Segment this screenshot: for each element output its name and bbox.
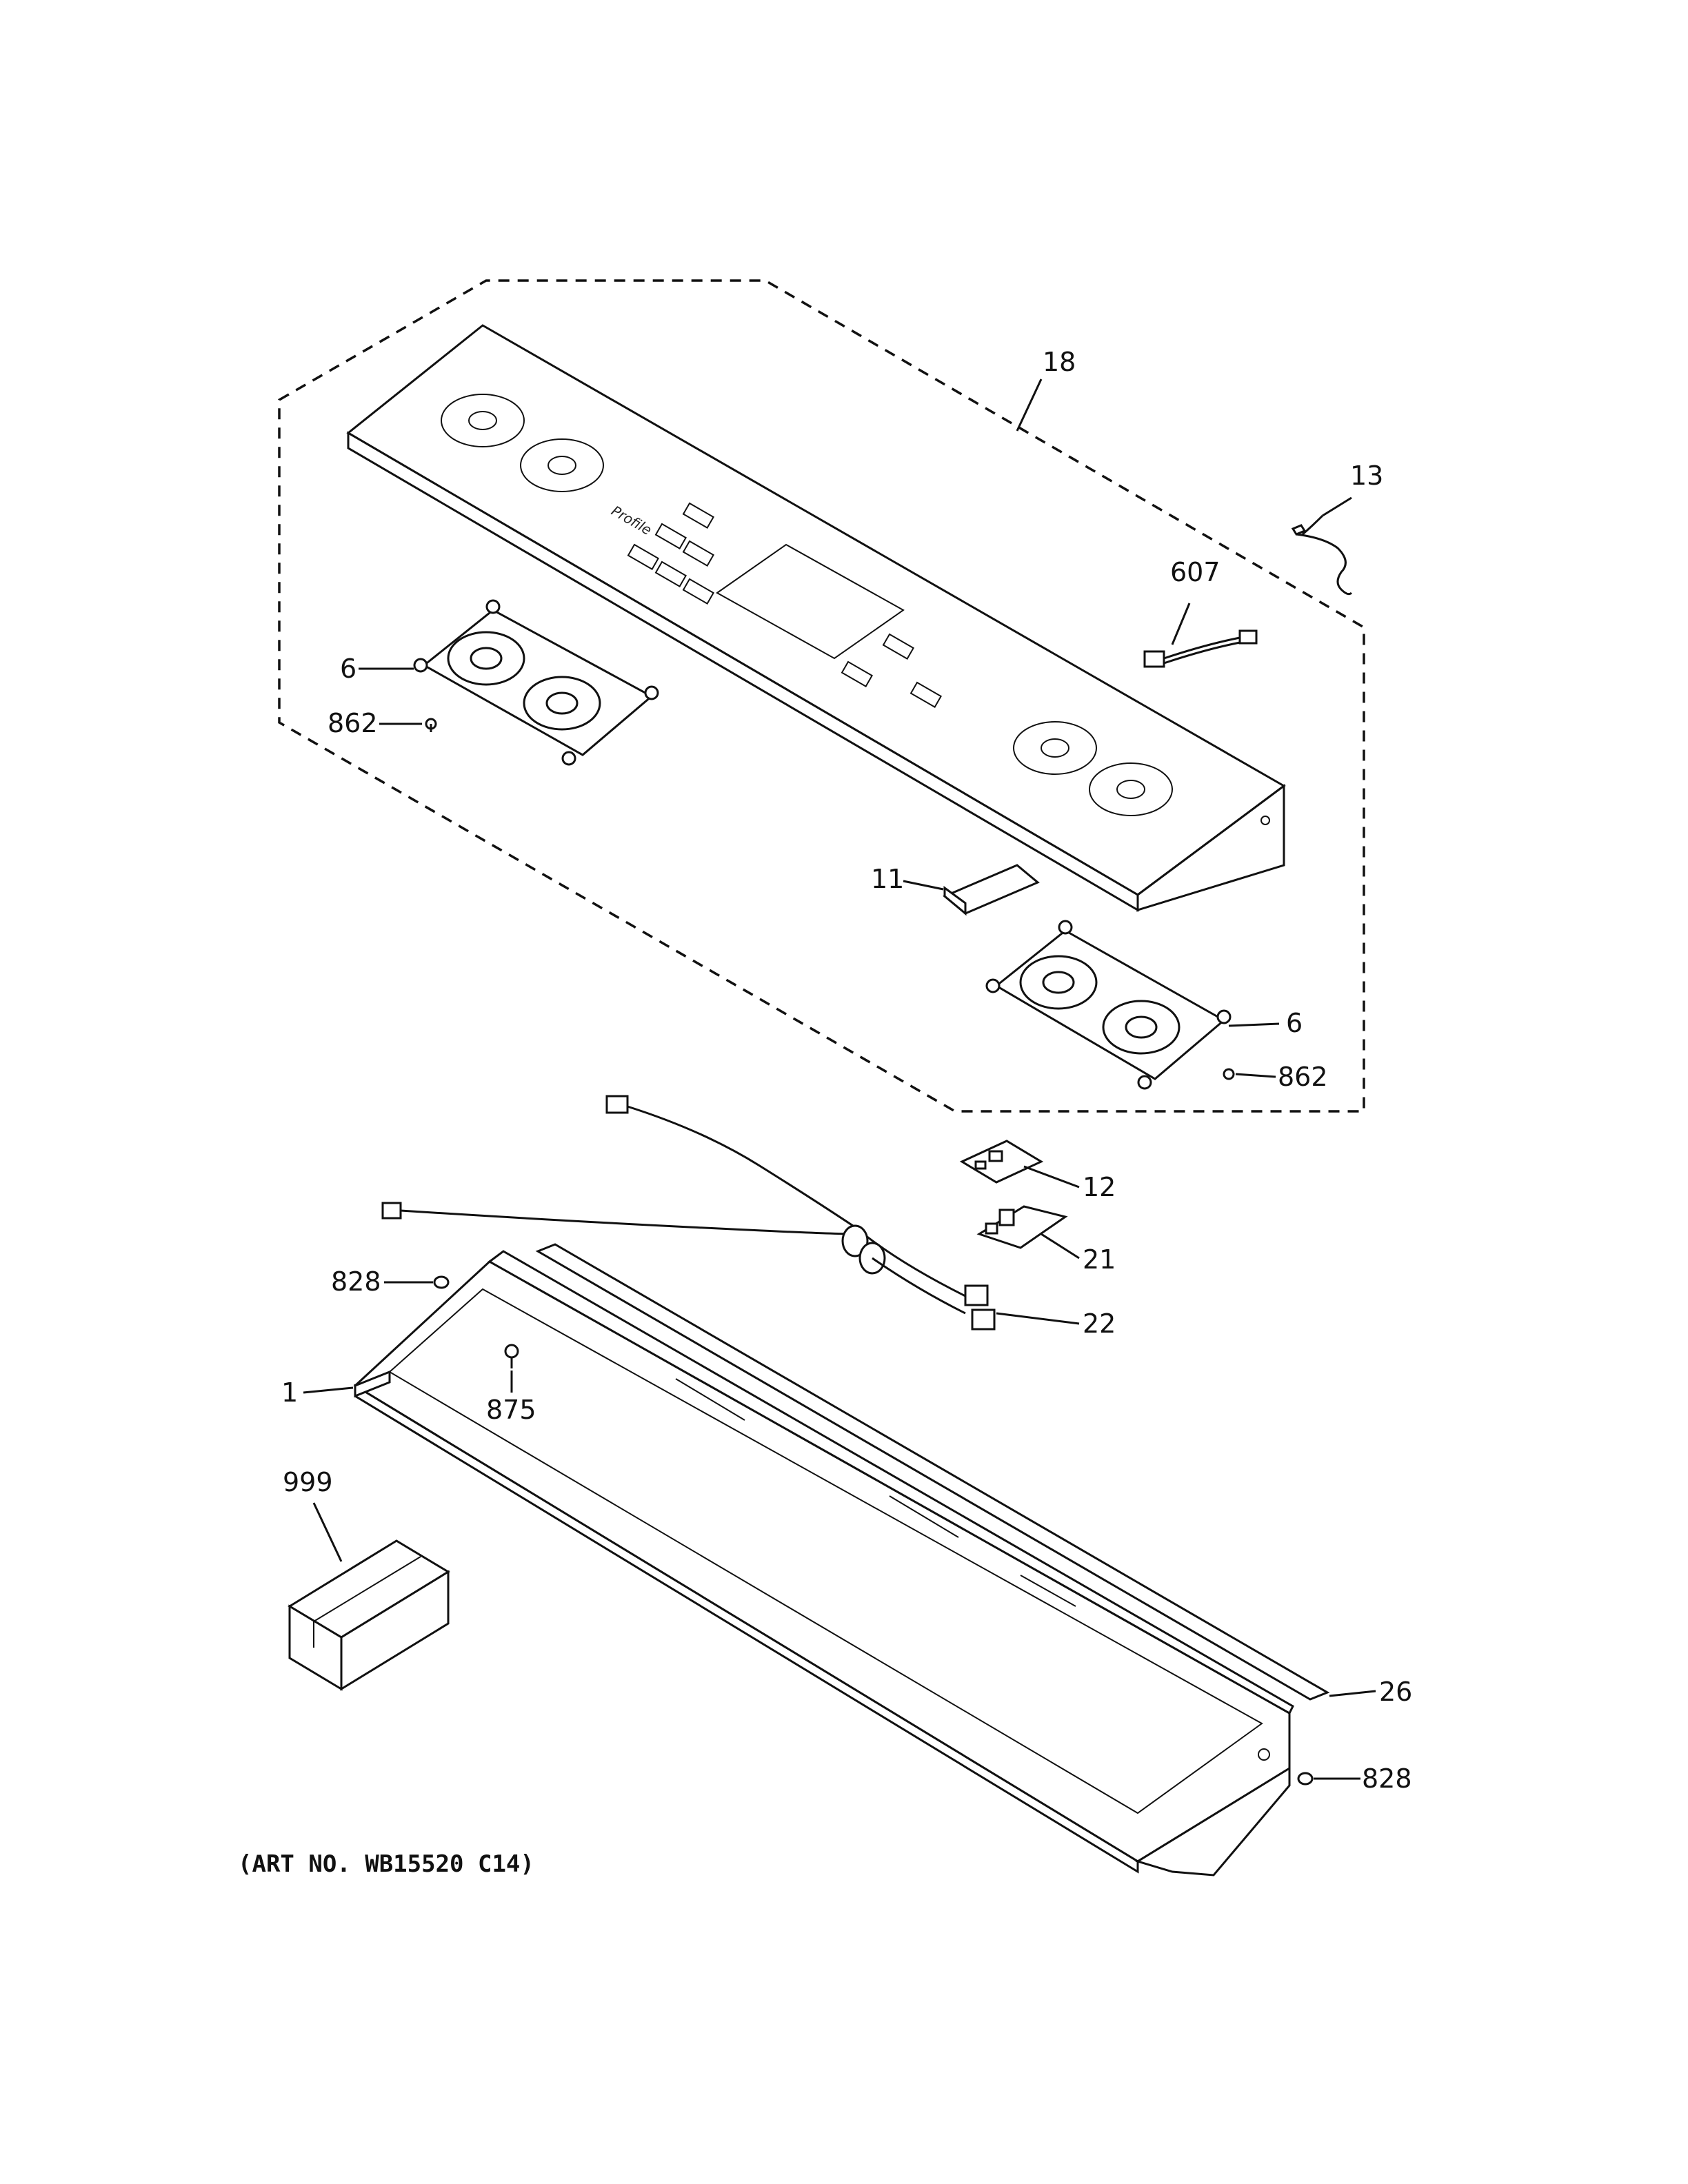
fastener-left[interactable] — [433, 1275, 450, 1289]
wire-harness-short[interactable] — [1291, 514, 1353, 596]
callout-875: 875 — [486, 1395, 536, 1425]
control-panel-assembly[interactable]: Profile — [346, 324, 1286, 912]
parts-box[interactable] — [288, 1539, 450, 1691]
trim-strip[interactable] — [535, 1243, 1330, 1701]
screw-left[interactable] — [425, 718, 437, 732]
knob-graphic-right-2 — [1089, 762, 1173, 816]
fastener-right[interactable] — [1297, 1772, 1314, 1786]
knob-graphic-right-1 — [1013, 721, 1097, 775]
assembly-boundary — [278, 279, 1365, 1113]
connector-harness[interactable] — [1143, 629, 1258, 668]
clip[interactable] — [943, 864, 1040, 916]
callout-12: 12 — [1083, 1172, 1116, 1202]
callout-862-left: 862 — [328, 708, 378, 738]
screw-right[interactable] — [1223, 1068, 1235, 1080]
display-window — [716, 543, 905, 660]
knob-graphic-left-2 — [520, 438, 604, 492]
callout-11: 11 — [871, 864, 904, 894]
encoder-board-right[interactable] — [985, 920, 1232, 1090]
callout-1: 1 — [281, 1377, 298, 1408]
callout-22: 22 — [1083, 1308, 1116, 1339]
callout-607: 607 — [1170, 557, 1220, 587]
callout-18: 18 — [1043, 347, 1076, 377]
keypad-left — [627, 502, 715, 605]
circuit-board-small[interactable] — [959, 1140, 1044, 1184]
knob-graphic-left-1 — [441, 394, 525, 447]
keypad-right — [841, 633, 943, 708]
callout-13: 13 — [1350, 461, 1383, 491]
callout-999: 999 — [283, 1467, 333, 1497]
callout-828-right: 828 — [1362, 1763, 1412, 1794]
encoder-board-left[interactable] — [413, 599, 659, 766]
screw-frame[interactable] — [504, 1344, 519, 1368]
leader-lines — [303, 378, 1376, 1780]
main-wire-harness[interactable] — [381, 1095, 996, 1331]
circuit-board-connector[interactable] — [976, 1205, 1068, 1249]
callout-828-left: 828 — [331, 1266, 381, 1297]
callout-26: 26 — [1379, 1677, 1412, 1707]
callout-21: 21 — [1083, 1244, 1116, 1275]
art-number-caption: (ART NO. WB15520 C14) — [238, 1850, 534, 1878]
callout-862-right: 862 — [1278, 1062, 1328, 1092]
callout-6-right: 6 — [1286, 1008, 1303, 1038]
callout-6-left: 6 — [340, 654, 356, 684]
backguard-frame[interactable] — [353, 1250, 1294, 1877]
